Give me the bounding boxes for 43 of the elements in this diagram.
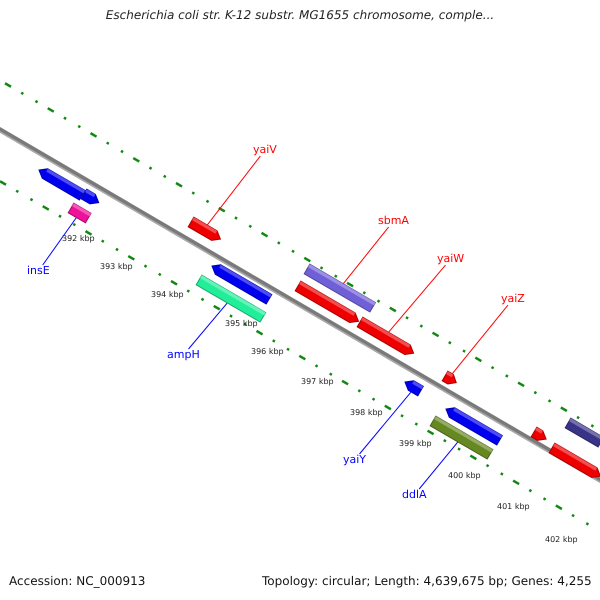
gene-name: insE — [27, 265, 50, 278]
gene-block — [68, 202, 92, 224]
scale-label: 402 kbp — [545, 536, 578, 545]
gene-block — [442, 370, 457, 385]
leader-line — [452, 304, 508, 374]
gene-block — [564, 418, 600, 448]
scale-label: 400 kbp — [448, 472, 481, 481]
gene-name: ampH — [167, 349, 200, 362]
gene-block — [211, 264, 272, 305]
gene-block — [188, 216, 222, 241]
gene-name: yaiZ — [501, 293, 525, 306]
footer-text: Topology: circular; Length: 4,639,675 bp; Genes: 4,255 — [262, 575, 592, 588]
scale-label: 399 kbp — [399, 440, 432, 449]
scale-label: 394 kbp — [151, 291, 184, 300]
scale-label: 395 kbp — [225, 320, 258, 329]
scale-label: 393 kbp — [100, 263, 133, 272]
gene-block — [38, 168, 86, 201]
leader-line — [342, 226, 390, 285]
leader-line — [188, 302, 228, 350]
gene-name: yaiV — [253, 144, 277, 156]
scale-label: 401 kbp — [497, 503, 530, 512]
gene-name: ddlA — [402, 489, 427, 502]
gene-name: yaiW — [437, 253, 464, 266]
gene-block — [445, 407, 503, 446]
gene-block — [356, 316, 414, 356]
leader-line — [359, 392, 412, 454]
gene-name: sbmA — [378, 215, 409, 228]
gene-block — [404, 380, 424, 396]
scale-label: 396 kbp — [251, 348, 284, 357]
title: Escherichia coli str. K-12 substr. MG1655 chromosome, comple... — [104, 9, 496, 22]
scale-label: 398 kbp — [350, 409, 383, 418]
leader-line — [206, 156, 261, 226]
leader-line — [42, 216, 78, 266]
gene-block — [294, 280, 360, 324]
scale-label: 397 kbp — [301, 378, 334, 387]
scale-label: 392 kbp — [62, 235, 95, 244]
gene-block — [80, 188, 100, 204]
leader-line — [418, 441, 459, 490]
gene-name: yaiY — [343, 454, 366, 466]
gene-block — [548, 442, 600, 478]
gene-block — [530, 426, 547, 441]
footer-text: Accession: NC_000913 — [9, 575, 146, 588]
leader-line — [388, 264, 446, 332]
